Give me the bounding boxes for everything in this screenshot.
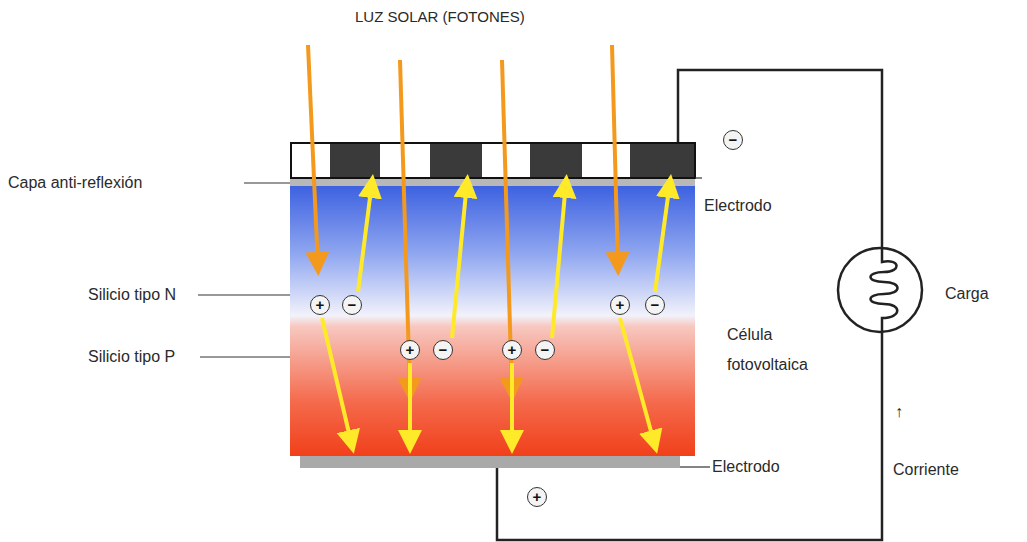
load-bulb: [838, 248, 922, 332]
leader-line: [695, 177, 702, 178]
photon-arrows: [308, 45, 618, 394]
part-label: Electrodo: [704, 196, 772, 216]
top-electrode: [291, 143, 695, 178]
bottom-electrode: [300, 456, 680, 468]
arrow-symbol: ↑: [895, 402, 903, 422]
charge-sign: −: [535, 340, 555, 360]
charge-sign: −: [645, 295, 665, 315]
electrode-finger: [530, 144, 582, 177]
cell-body: [290, 186, 695, 456]
carrier-arrows: [322, 182, 670, 446]
anti-reflection-layer: [290, 178, 695, 186]
electrode-finger: [430, 144, 482, 177]
electrode-finger: [630, 144, 694, 177]
electrode-finger: [330, 144, 380, 177]
part-label: Carga: [945, 284, 989, 304]
part-label: Célula fotovoltaica: [727, 320, 837, 381]
charge-sign: +: [400, 340, 420, 360]
charge-sign: +: [502, 340, 522, 360]
part-label: Corriente: [893, 460, 959, 480]
charge-sign: −: [342, 295, 362, 315]
part-label: Silicio tipo N: [88, 285, 176, 305]
title-label: LUZ SOLAR (FOTONES): [355, 8, 525, 27]
part-label: Capa anti-reflexión: [8, 173, 142, 193]
leader-line: [200, 356, 290, 357]
part-label: Electrodo: [712, 457, 780, 477]
filament: [871, 248, 898, 332]
charge-sign: +: [610, 295, 630, 315]
leader-line: [198, 294, 290, 295]
charge-sign: −: [433, 340, 453, 360]
terminal-sign: +: [527, 487, 547, 507]
terminal-sign: −: [723, 130, 743, 150]
leader-line: [244, 182, 290, 183]
leader-line: [680, 466, 710, 467]
wire: [678, 70, 882, 248]
part-label: Silicio tipo P: [88, 347, 175, 367]
charge-sign: +: [310, 295, 330, 315]
